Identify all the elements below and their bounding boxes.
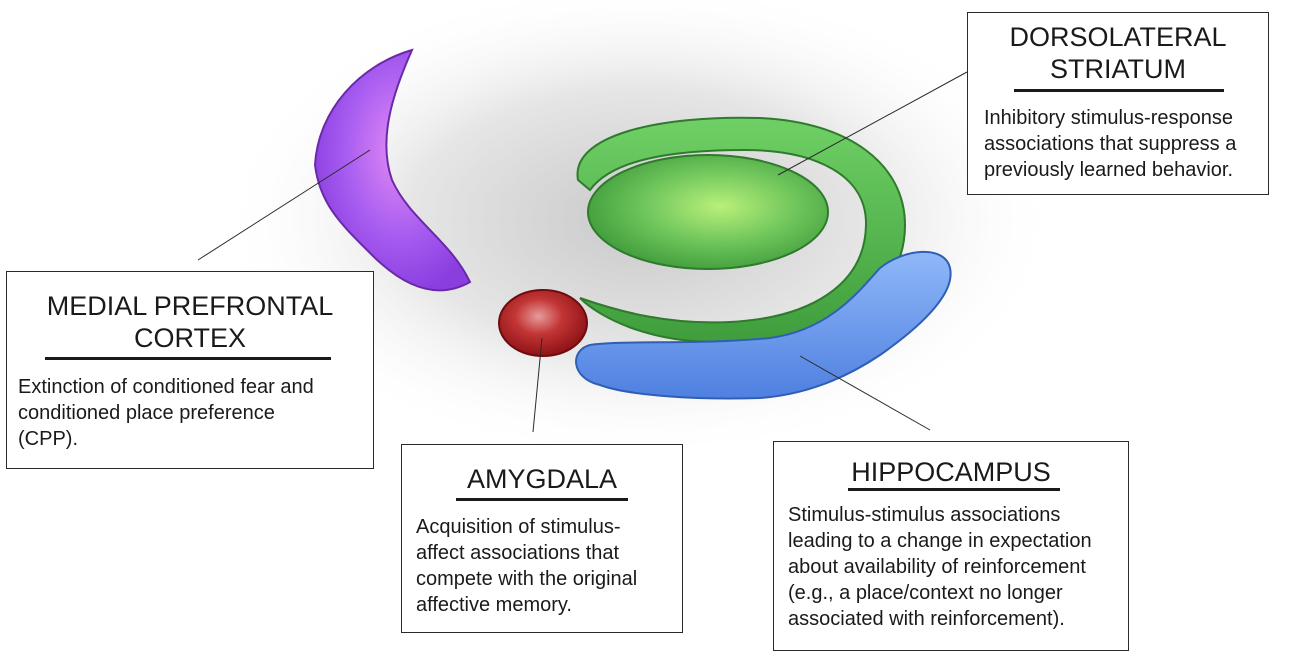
medial-prefrontal-cortex-title-underline [45, 357, 331, 360]
hippocampus-title-underline [848, 488, 1060, 491]
medial-prefrontal-cortex-title: MEDIAL PREFRONTAL CORTEX [46, 291, 334, 353]
dorsolateral-striatum-body-shape [587, 154, 829, 270]
leader-line-hippocampus [799, 355, 931, 431]
medial-prefrontal-cortex-box: MEDIAL PREFRONTAL CORTEX Extinction of c… [6, 271, 374, 469]
dorsolateral-striatum-title-underline [1014, 89, 1224, 92]
dorsolateral-striatum-description: Inhibitory stimulus-response association… [984, 107, 1237, 181]
hippocampus-description: Stimulus-stimulus associations leading t… [788, 504, 1092, 630]
amygdala-title: AMYGDALA [466, 464, 618, 494]
amygdala-description: Acquisition of stimulus- affect associat… [416, 516, 638, 616]
medial-prefrontal-cortex-description: Extinction of conditioned fear and condi… [18, 376, 314, 450]
dorsolateral-striatum-tail-shape [576, 116, 907, 344]
dorsolateral-striatum-title: DORSOLATERAL STRIATUM [1009, 22, 1227, 84]
dorsolateral-striatum-box: DORSOLATERAL STRIATUM Inhibitory stimulu… [967, 12, 1269, 195]
amygdala-shape [498, 289, 588, 357]
leader-line-dorsolateral-striatum [777, 71, 968, 176]
medial-prefrontal-cortex-shape [313, 48, 472, 292]
hippocampus-shape [575, 250, 952, 400]
leader-line-amygdala [532, 337, 543, 433]
hippocampus-title: HIPPOCAMPUS [851, 457, 1051, 487]
hippocampus-box: HIPPOCAMPUS Stimulus-stimulus associatio… [773, 441, 1129, 651]
amygdala-box: AMYGDALA Acquisition of stimulus- affect… [401, 444, 683, 633]
amygdala-title-underline [456, 498, 628, 501]
leader-line-medial-prefrontal-cortex [197, 149, 371, 261]
